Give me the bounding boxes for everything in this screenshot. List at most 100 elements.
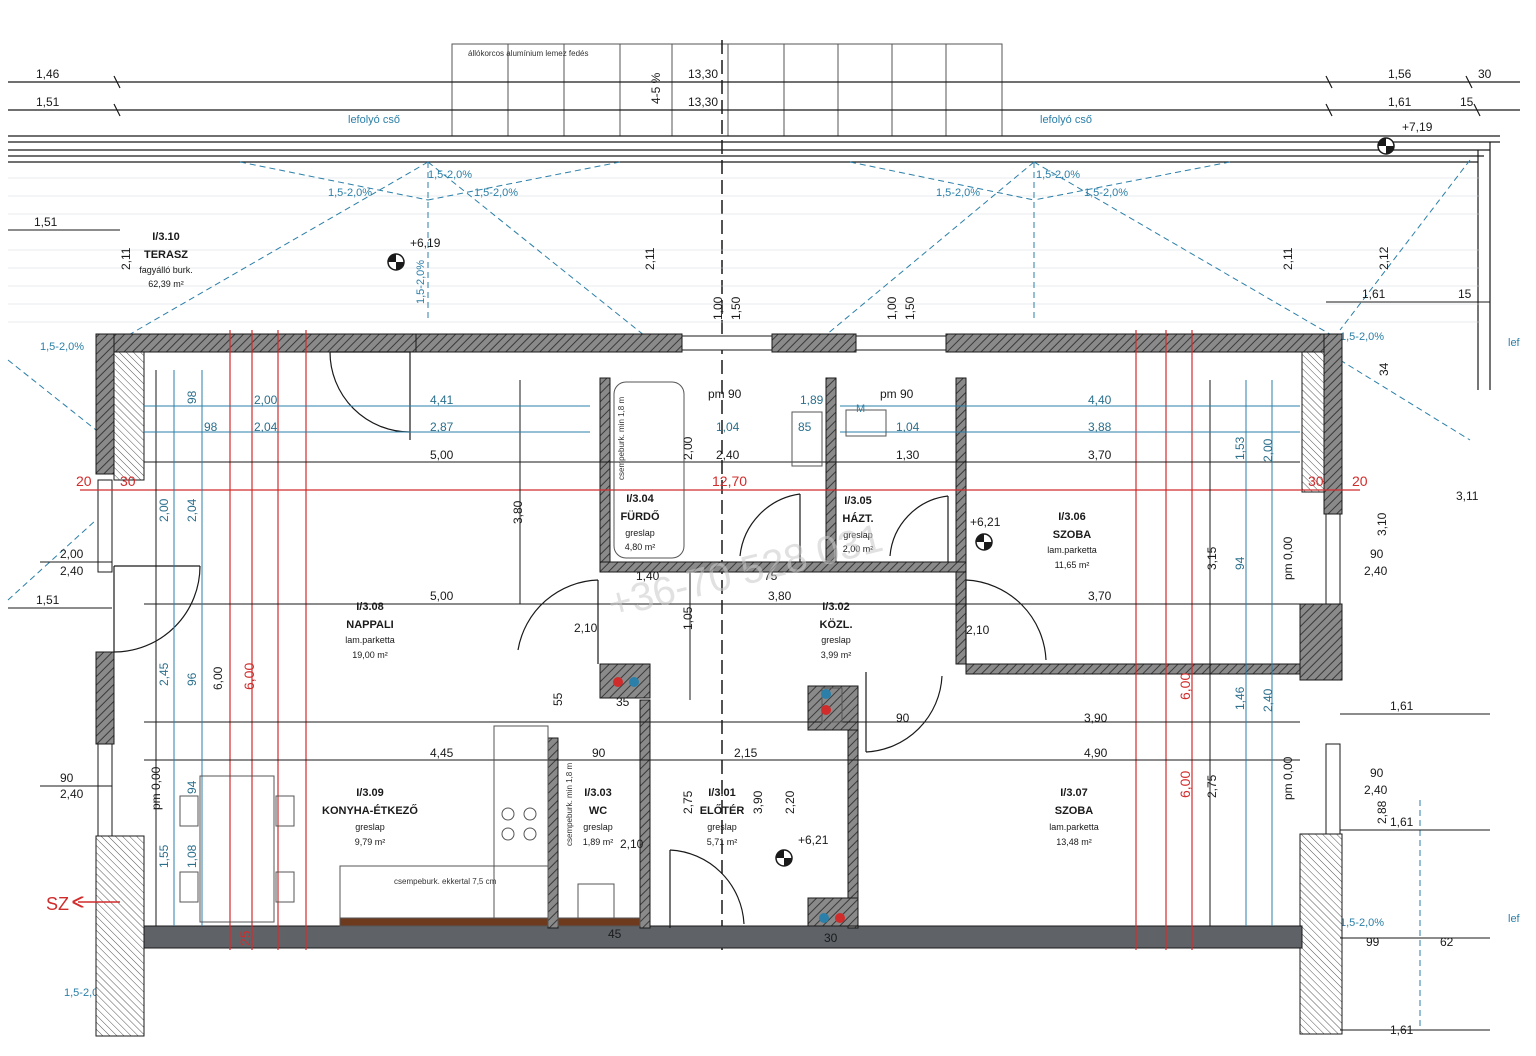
dim: 3,88	[1088, 420, 1112, 434]
dim: 6,00	[1177, 673, 1193, 700]
room-id: I/3.01	[708, 787, 736, 799]
room-area: 3,99 m²	[821, 650, 852, 660]
dim: 1,46	[1233, 686, 1247, 710]
blue-dimension-lines	[144, 370, 1300, 926]
dim: 99	[1366, 935, 1380, 949]
room-name: KÖZL.	[820, 618, 853, 631]
downpipe-left-label: lefolyó cső	[348, 114, 400, 126]
red-dim-total: 12,70	[712, 473, 747, 489]
slope-label: 1,5-2,0%	[1340, 917, 1384, 929]
slope-label: 1,5-2,0%	[1036, 169, 1080, 181]
drainage-lines	[7, 159, 1471, 1030]
dim: 75	[764, 569, 778, 583]
dim: 3,70	[1088, 448, 1112, 462]
room-floor: greslap	[625, 528, 655, 538]
room-area: 1,89 m²	[583, 837, 614, 847]
dim: 94	[1233, 556, 1247, 570]
room-floor: lam.parketta	[345, 635, 395, 645]
dim: 98	[185, 390, 199, 404]
slope-label: 1,5-2,0%	[474, 187, 518, 199]
top-dimension-lines	[8, 75, 1520, 390]
roof-slope: 4-5 %	[649, 72, 663, 104]
dim: 2,00	[157, 498, 171, 522]
slope-label: 1,5-2,0%	[40, 341, 84, 353]
room-label-terrace: I/3.10 TERASZ fagyálló burk. 62,39 m²	[139, 231, 193, 289]
terrace-grid	[8, 177, 1480, 323]
dim-top-right-2b: 15	[1460, 95, 1474, 109]
dim: 3,70	[1088, 589, 1112, 603]
room-id: I/3.10	[152, 231, 180, 243]
dim-top-right-1b: 30	[1478, 67, 1492, 81]
exterior-walls	[95, 333, 1343, 1037]
dim: 96	[185, 672, 199, 686]
dim: pm 90	[880, 387, 914, 401]
room-label-kitchen: I/3.09 KONYHA-ÉTKEZŐ greslap 9,79 m²	[322, 787, 418, 847]
dim: 2,75	[681, 790, 695, 814]
room-area: 4,80 m²	[625, 542, 656, 552]
dim: 5,00	[430, 448, 454, 462]
level-marker-icon	[387, 253, 405, 271]
level-room-306: +6,21	[970, 515, 1001, 529]
bath-fixtures	[577, 381, 887, 919]
wc-tile-note: csempeburk. min 1,8 m	[565, 763, 574, 846]
level-entry: +6,21	[798, 833, 829, 847]
dim: 62	[1440, 935, 1454, 949]
windows	[97, 335, 1341, 837]
dim: 2,75	[1205, 774, 1219, 798]
dim: 1,04	[716, 420, 740, 434]
dim: 2,45	[157, 662, 171, 686]
slope-label: 1,5-2,0%	[936, 187, 980, 199]
room-id: I/3.06	[1058, 511, 1086, 523]
red-dim-vertical: 6,00	[1177, 771, 1193, 798]
red-dimension-lines	[80, 330, 1360, 950]
dim: 34	[1377, 362, 1391, 376]
room-name: SZOBA	[1055, 805, 1094, 817]
dim: 1,05	[681, 606, 695, 630]
dim: 1,89	[800, 393, 824, 407]
room-name: HÁZT.	[842, 512, 873, 525]
room-id: I/3.04	[626, 493, 654, 505]
dim: pm 0,00	[1281, 756, 1295, 800]
dim: 94	[185, 780, 199, 794]
red-dim-left: 20	[76, 473, 92, 489]
dim: 2,40	[1261, 688, 1275, 712]
room-label-living: I/3.08 NAPPALI lam.parketta 19,00 m²	[345, 601, 395, 660]
room-floor: greslap	[355, 822, 385, 832]
room-label-room307: I/3.07 SZOBA lam.parketta 13,48 m²	[1049, 787, 1099, 847]
dim-left-mid: 1,51	[34, 215, 58, 229]
edge-label-right: lef	[1508, 913, 1521, 925]
dim: 90	[1370, 766, 1384, 780]
red-dim-right: 30	[1308, 473, 1324, 489]
dim: pm 0,00	[1281, 536, 1295, 580]
room-floor: greslap	[843, 530, 873, 540]
dim-top-left-2: 1,51	[36, 95, 60, 109]
dim: 1,04	[896, 420, 920, 434]
slope-label: 1,5-2,0%	[415, 260, 427, 304]
dim: 2,88	[1375, 800, 1389, 824]
level-marker-icon	[975, 533, 993, 551]
room-label-hall: I/3.02 KÖZL. greslap 3,99 m²	[820, 601, 853, 660]
dim: 1,00	[885, 296, 899, 320]
dim: 2,87	[430, 420, 454, 434]
dim: 2,11	[1281, 247, 1295, 270]
dim: 1,53	[1233, 436, 1247, 460]
dim: pm 90	[708, 387, 742, 401]
room-id: I/3.03	[584, 787, 612, 799]
dim: 3,90	[751, 790, 765, 814]
dim: 55	[551, 692, 565, 706]
room-area: 11,65 m²	[1055, 560, 1090, 570]
dim: 1,08	[185, 844, 199, 868]
pipe-markers	[613, 677, 845, 923]
dim: 1,55	[157, 844, 171, 868]
dim: 3,11	[1456, 489, 1479, 503]
dim: 4,40	[1088, 393, 1112, 407]
bath-tile-note: csempeburk. min 1,8 m	[617, 397, 626, 480]
room-name: FÜRDŐ	[620, 510, 660, 523]
dim: pm 0,00	[149, 766, 163, 810]
slope-label: 1,5-2,0%	[1084, 187, 1128, 199]
room-label-bath: I/3.04 FÜRDŐ greslap 4,80 m²	[620, 493, 660, 552]
room-floor: greslap	[707, 822, 737, 832]
slope-label: 1,5-2,0%	[428, 169, 472, 181]
doors	[113, 351, 1047, 928]
room-floor: lam.parketta	[1047, 545, 1097, 555]
